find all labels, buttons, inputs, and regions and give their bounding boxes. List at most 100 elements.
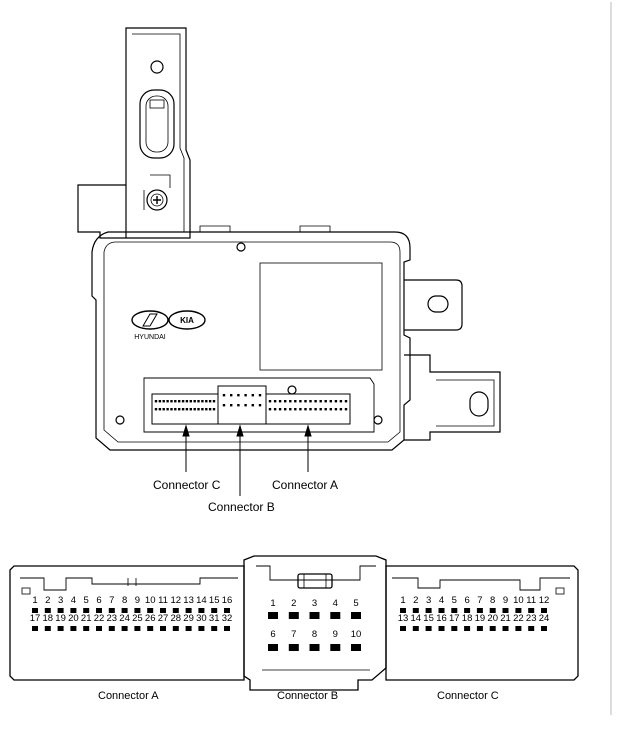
connector-b-pin-label: 6 (270, 629, 275, 640)
connector-a-pin (224, 608, 230, 613)
module-pin-c (197, 408, 200, 411)
module-pin-a (319, 408, 322, 411)
module-pin-a (284, 400, 287, 403)
connector-a-pin-label: 26 (145, 613, 156, 624)
connector-a-pin (121, 626, 128, 631)
connector-a-pin (70, 626, 77, 631)
connector-a-pin-label: 10 (145, 595, 156, 606)
connector-b-pin (288, 612, 299, 619)
bracket-slot (139, 89, 175, 159)
connector-a-pin-label: 17 (30, 613, 41, 624)
module-pin-c (170, 400, 173, 403)
connector-c-pin (400, 626, 406, 631)
module-pin-a (284, 408, 287, 411)
connector-a-pin (121, 608, 128, 613)
module-pin-a (299, 408, 302, 411)
connector-b-latch (297, 573, 333, 589)
connector-a-pin (211, 626, 218, 631)
connector-c-pin (489, 608, 496, 613)
connector-c-pin (541, 626, 547, 631)
module-pin-a (344, 400, 348, 403)
module-pin-c (201, 400, 204, 403)
connector-c-pin-label: 8 (490, 595, 495, 606)
connector-a-pin-label: 27 (158, 613, 169, 624)
connector-c-pin-label: 14 (411, 613, 422, 624)
module-pin-c (193, 400, 196, 403)
module-pin-c (158, 408, 162, 411)
connector-a-pin (108, 626, 115, 631)
connector-c-pin (451, 608, 458, 613)
module-pin-c (205, 408, 208, 411)
connector-c-pin-label: 13 (398, 613, 409, 624)
connector-c-pin (400, 608, 406, 613)
module-pin-a (278, 400, 282, 403)
connector-a-pin-label: 5 (84, 595, 89, 606)
connector-a-pin (96, 608, 102, 613)
caption-connector-c: Connector C (437, 690, 499, 702)
connector-a-pin-label: 1 (32, 595, 37, 606)
module-pin-c (189, 408, 192, 411)
connector-a-pin (160, 626, 166, 631)
connector-b-pin (351, 612, 361, 619)
module-pin-a (304, 408, 307, 411)
connector-b-pin-label: 1 (270, 598, 275, 609)
connector-c-pin (528, 608, 535, 613)
connector-a-pin-label: 4 (71, 595, 76, 606)
connector-c-pin-label: 10 (513, 595, 524, 606)
connector-a-pin-label: 22 (94, 613, 105, 624)
connector-a-pin-label: 16 (222, 595, 233, 606)
module-pin-a (334, 400, 338, 403)
connector-c-pin (515, 608, 522, 613)
module-pin-c (189, 400, 192, 403)
connector-c-pin-label: 18 (462, 613, 473, 624)
module-pin-c (170, 408, 173, 411)
module-pin-a (324, 400, 327, 403)
connector-b-pin (330, 612, 341, 619)
hyundai-logo (131, 310, 169, 330)
module-pin-b (244, 404, 247, 407)
module-pin-b (258, 394, 262, 397)
connector-c-pin (476, 608, 483, 613)
connector-c-pin-label: 2 (413, 595, 418, 606)
module-pin-a (319, 400, 322, 403)
caption-connector-a: Connector A (98, 690, 159, 702)
module-pin-c (208, 400, 212, 403)
connector-c-pin-label: 3 (426, 595, 431, 606)
connector-a-pin-label: 21 (81, 613, 92, 624)
callout-connector-a: Connector A (272, 478, 339, 492)
connector-a-pin (70, 608, 77, 613)
connector-c-pin-label: 1 (400, 595, 405, 606)
module-pin-b (222, 394, 226, 397)
connector-a-pin-label: 11 (158, 595, 168, 606)
connector-a-pin (32, 626, 38, 631)
connector-c-pin (412, 608, 419, 613)
connector-a-pin-label: 7 (109, 595, 114, 606)
module-pin-c (162, 408, 165, 411)
module-pin-c (178, 400, 181, 403)
connector-a-pin (160, 608, 166, 613)
module-pin-c (154, 400, 158, 403)
module-pin-a (309, 408, 312, 411)
connector-c-pin (489, 626, 496, 631)
connector-a-pin (147, 608, 154, 613)
connector-a-pin-label: 13 (183, 595, 194, 606)
connector-a-pin (44, 608, 51, 613)
module-pin-c (212, 408, 216, 411)
right-tab-upper (404, 279, 463, 331)
module-pin-c (212, 400, 216, 403)
connector-c-pin (541, 608, 547, 613)
connector-c-pin (528, 626, 535, 631)
module-pin-c (185, 400, 189, 403)
connector-b-pin-label: 3 (312, 598, 317, 609)
connector-a-pin (57, 608, 64, 613)
module-pin-a (314, 408, 317, 411)
connector-a-pin-label: 31 (209, 613, 220, 624)
module-pin-c (162, 400, 165, 403)
connector-c-pin (464, 608, 471, 613)
connector-a-pin-label: 8 (122, 595, 127, 606)
connector-c-pin (438, 626, 445, 631)
module-pin-a (278, 408, 282, 411)
connector-a-pin-label: 6 (96, 595, 101, 606)
